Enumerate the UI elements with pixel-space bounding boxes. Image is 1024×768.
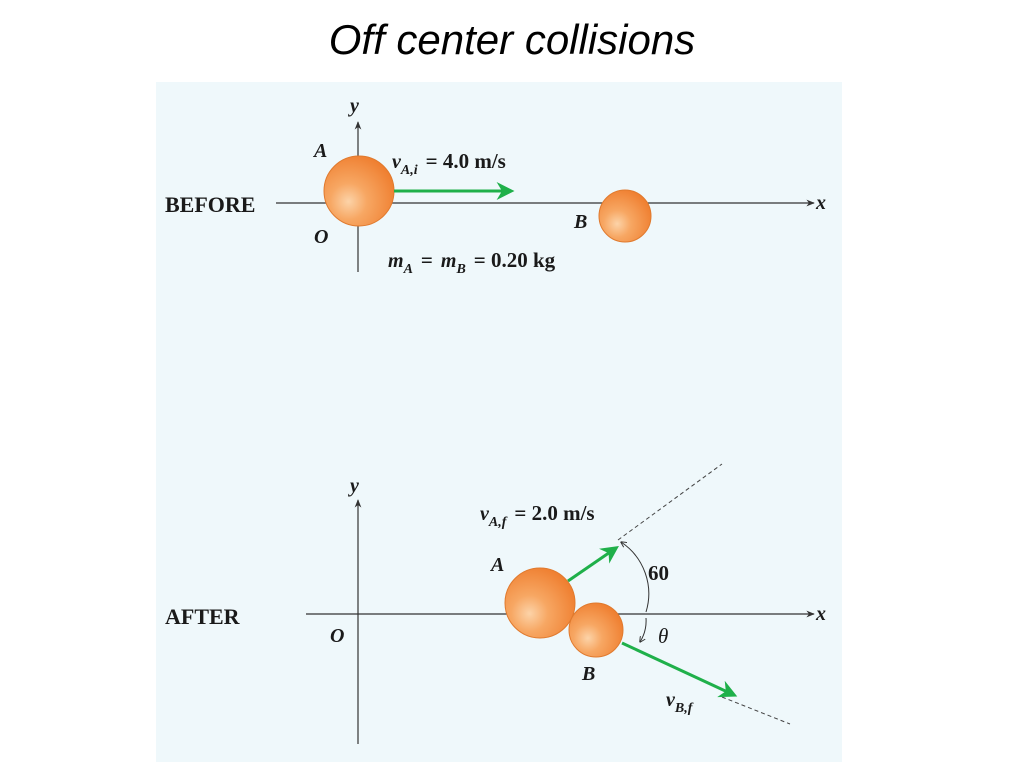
- collision-diagram: BEFORE y x O A vA,i= 4.0 m/s B: [165, 95, 826, 744]
- after-ball-b-label: B: [581, 663, 595, 685]
- before-velocity-var: v: [392, 151, 402, 173]
- before-velocity-value: = 4.0 m/s: [426, 149, 506, 173]
- before-x-axis-label: x: [815, 192, 826, 214]
- before-mass-b-sub: B: [455, 262, 465, 277]
- after-origin-label: O: [330, 625, 344, 647]
- after-angle-60-arc: [621, 542, 650, 613]
- before-section: BEFORE y x O A vA,i = 4.0 m/s B: [165, 95, 826, 277]
- before-origin-label: O: [314, 226, 328, 248]
- after-section: AFTER y x O 60 θ A: [165, 463, 826, 744]
- before-mass-label: mA=mB= 0.20 kg: [388, 248, 556, 277]
- before-ball-b-label: B: [573, 211, 587, 233]
- after-velocity-b-var: v: [666, 689, 676, 711]
- before-ball-a: [323, 155, 395, 227]
- after-label: AFTER: [165, 604, 241, 629]
- after-velocity-a-sub: A,f: [488, 515, 508, 530]
- after-a-direction-line: [617, 463, 723, 541]
- before-ball-a-label: A: [312, 140, 327, 162]
- after-velocity-a-arrow: [567, 545, 619, 583]
- slide-title: Off center collisions: [328, 16, 696, 63]
- before-mass-b: m: [441, 250, 457, 272]
- after-velocity-a-var: v: [480, 503, 490, 525]
- before-mass-a-sub: A: [403, 262, 413, 277]
- after-velocity-a-label: vA,f = 2.0 m/s: [480, 501, 595, 530]
- diagram-panel: BEFORE y x O A vA,i= 4.0 m/s B: [156, 82, 842, 762]
- after-angle-b-label: θ: [658, 624, 668, 648]
- after-ball-b: [568, 602, 624, 658]
- after-velocity-b-arrow: [621, 641, 738, 698]
- before-mass-value: = 0.20 kg: [474, 248, 556, 272]
- before-mass-a: m: [388, 250, 404, 272]
- before-label: BEFORE: [165, 192, 255, 217]
- after-angle-a-label: 60: [648, 561, 669, 585]
- after-x-axis-label: x: [815, 603, 826, 625]
- after-velocity-b-sub: B,f: [674, 701, 694, 716]
- before-velocity-label: vA,i = 4.0 m/s: [392, 149, 506, 178]
- before-y-axis-label: y: [348, 95, 359, 117]
- after-angle-theta-arc: [640, 617, 647, 642]
- after-ball-a: [504, 567, 576, 639]
- after-velocity-b-label: vB,f: [666, 689, 694, 716]
- before-ball-b: [598, 189, 652, 243]
- after-velocity-a-value: = 2.0 m/s: [514, 501, 594, 525]
- after-b-direction-line: [721, 696, 791, 725]
- before-velocity-sub: A,i: [400, 163, 418, 178]
- after-ball-a-label: A: [489, 554, 504, 576]
- after-y-axis-label: y: [348, 475, 359, 497]
- before-mass-eq: =: [421, 248, 433, 272]
